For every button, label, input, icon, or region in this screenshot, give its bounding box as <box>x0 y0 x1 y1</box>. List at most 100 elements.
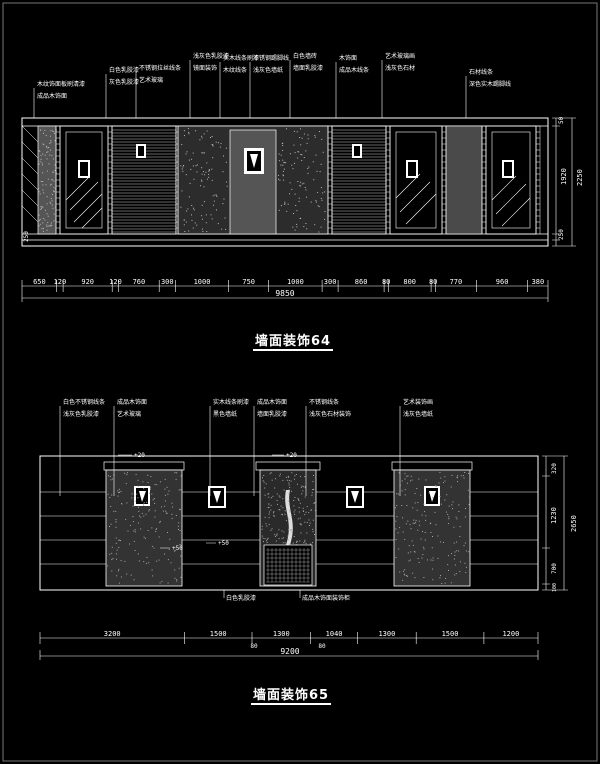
e64-door-right-1 <box>389 125 443 235</box>
e65-dim-right-total: 2650 <box>570 515 578 532</box>
e64-label-10: 不锈钢踢脚线 <box>253 54 289 62</box>
e65-label-11: 浅灰色墙纸 <box>403 410 433 418</box>
e64-label-9: 木纹线条 <box>223 66 247 74</box>
e65-level-4: +50 <box>218 540 229 547</box>
e65-dim-sub-2: 80 <box>318 643 326 650</box>
e65-art-frame-right <box>346 486 364 508</box>
e65-label-10: 艺术装饰画 <box>403 398 433 406</box>
e65-title: 墙面装饰65 <box>253 688 330 703</box>
e64-dim-right-2: 1920 <box>560 168 568 185</box>
e65-art-frame-left <box>208 486 226 508</box>
e64-dim-1: 120 <box>54 278 67 286</box>
e65-stone-panel-left <box>103 461 185 587</box>
e64-dim-3: 120 <box>109 278 122 286</box>
e64-label-15: 成品木线条 <box>339 66 369 74</box>
e64-label-14: 木饰面 <box>339 54 357 62</box>
e64-title-underline <box>253 349 333 351</box>
e64-dim-14: 770 <box>450 278 463 286</box>
e65-dim-right-1: 320 <box>551 463 558 474</box>
e64-dim-16: 380 <box>532 278 545 286</box>
e64-dims-right: 50 1920 250 250 2250 <box>23 116 584 247</box>
e65-label-7: 墙面乳胶漆 <box>257 410 287 418</box>
e64-door-right-2 <box>485 125 537 235</box>
e64-dim-9: 300 <box>324 278 337 286</box>
e65-dims-bottom: 3200 1500 1300 1040 1300 1500 1200 <box>39 630 539 644</box>
e65-dim-1: 1500 <box>210 630 227 638</box>
e64-label-1: 成品木饰面 <box>37 92 67 100</box>
e65-dim-2: 1300 <box>273 630 290 638</box>
e64-dim-2: 920 <box>81 278 94 286</box>
e64-label-13: 墙面乳胶漆 <box>293 64 323 72</box>
e64-label-11: 浅灰色墙纸 <box>253 66 283 74</box>
e64-dim-5: 300 <box>161 278 174 286</box>
e64-label-8: 实木线条刷漆 <box>223 54 259 62</box>
e65-dim-right-3: 700 <box>551 563 558 574</box>
e64-label-18: 石材线条 <box>469 68 493 76</box>
e65-label-6: 成品木饰面 <box>257 398 287 406</box>
e64-label-0: 木纹饰面板刷清漆 <box>37 80 85 88</box>
e65-dim-4: 1300 <box>378 630 395 638</box>
e64-dim-8: 1000 <box>287 278 304 286</box>
e64-label-3: 灰色乳胶漆 <box>109 78 139 86</box>
e65-label-5: 黑色墙纸 <box>213 410 237 418</box>
e65-stone-panel-right <box>391 461 473 587</box>
e64-dim-6: 1000 <box>194 278 211 286</box>
e65-level-1: +20 <box>134 452 145 459</box>
e64-stone-panel-right <box>445 125 483 235</box>
e65-dim-right-4: 100 <box>552 583 558 592</box>
e64-dim-15: 960 <box>496 278 509 286</box>
e65-dim-0: 3200 <box>104 630 121 638</box>
e65-dim-right-2: 1230 <box>550 507 558 524</box>
e64-label-4: 不锈钢拉丝线条 <box>139 64 181 72</box>
e64-dim-10: 860 <box>355 278 368 286</box>
e65-dim-5: 1500 <box>442 630 459 638</box>
e64-label-12: 白色墙砖 <box>293 52 317 60</box>
e65-label-4: 实木线条刷漆 <box>213 398 249 406</box>
e64-dim-0: 650 <box>33 278 46 286</box>
e64-total-dim: 9850 <box>275 289 294 298</box>
e64-dim-right-1: 50 <box>558 116 565 124</box>
e64-slat-panel-1 <box>111 125 177 235</box>
e64-label-17: 浅灰色石材 <box>385 64 415 72</box>
e65-label-9: 浅灰色石材装饰 <box>309 410 351 418</box>
e64-label-16: 艺术玻璃画 <box>385 52 415 60</box>
e65-center-niche <box>255 461 321 587</box>
e65-level-3: +50 <box>172 545 183 552</box>
e65-label-1: 浅灰色乳胶漆 <box>63 410 99 418</box>
e64-dim-right-3: 250 <box>558 229 565 240</box>
e64-label-19: 深色实木踢脚线 <box>469 80 511 88</box>
e64-dim-11: 80 <box>382 278 390 286</box>
e65-total-dim: 9200 <box>280 647 299 656</box>
e64-label-5: 艺术玻璃 <box>139 76 163 84</box>
e64-slat-panel-2 <box>331 125 387 235</box>
e64-label-2: 白色乳胶漆 <box>109 66 139 74</box>
e64-dim-4: 760 <box>133 278 146 286</box>
e65-label-8: 不锈钢线条 <box>309 398 339 406</box>
e65-dim-6: 1200 <box>502 630 519 638</box>
e64-outline <box>21 117 549 247</box>
e65-level-2: +20 <box>286 452 297 459</box>
e65-dim-total: 9200 <box>39 647 539 660</box>
e64-label-7: 镜面装饰 <box>193 64 217 72</box>
e64-dim-right-total: 2250 <box>576 169 584 186</box>
e64-dim-total: 9850 <box>21 289 549 302</box>
e64-door-left-1 <box>59 125 109 235</box>
e64-dim-12: 800 <box>403 278 416 286</box>
e65-label-2: 成品木饰面 <box>117 398 147 406</box>
e65-dims-right: 320 1230 700 100 2650 <box>542 455 578 592</box>
e65-label-3: 艺术玻璃 <box>117 410 141 418</box>
e65-title-underline <box>251 703 331 705</box>
e64-label-6: 浅灰色乳胶漆 <box>193 52 229 60</box>
e64-center-panel <box>38 125 483 235</box>
e65-dim-sub-1: 80 <box>250 643 258 650</box>
e64-dim-13: 80 <box>429 278 437 286</box>
e65-label-bottom-1: 白色乳胶漆 <box>226 594 256 602</box>
e65-dim-3: 1040 <box>326 630 343 638</box>
e65-label-0: 白色不锈钢线条 <box>63 398 105 406</box>
e64-title: 墙面装饰64 <box>255 334 332 349</box>
